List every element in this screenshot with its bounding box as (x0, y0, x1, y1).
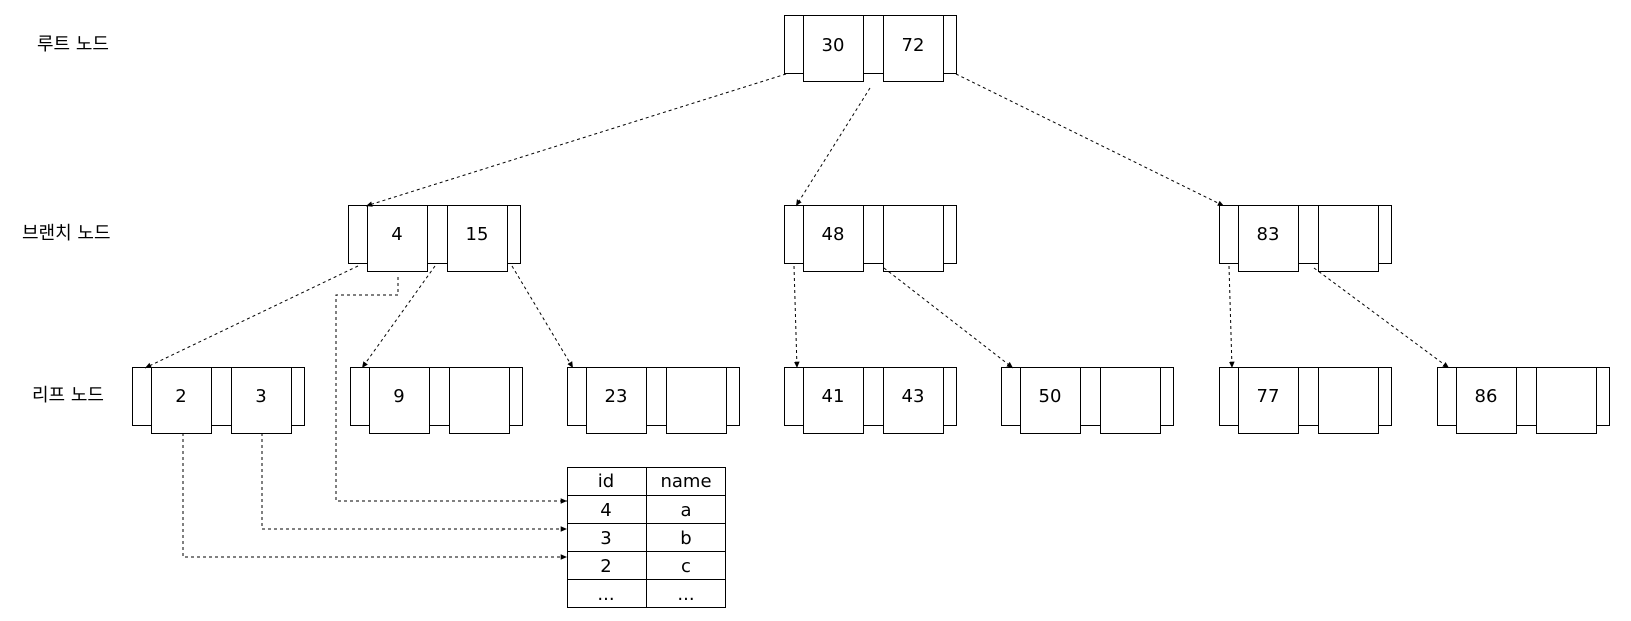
table-header-name: name (660, 471, 712, 492)
leaf-node-7 (1437, 367, 1610, 434)
branch-node-2 (784, 205, 957, 272)
node-key-cell (151, 367, 212, 434)
branch-1-to-leaf-1-arrow (144, 265, 359, 369)
node-key-cell (1238, 205, 1299, 272)
root-to-branch-3-arrow (955, 73, 1225, 207)
leaf-1-key-2: 3 (255, 386, 267, 407)
table-cell: b (680, 528, 692, 549)
leaf-key-2-to-row-arrow (182, 433, 567, 560)
branch-node-3 (1219, 205, 1392, 272)
node-key-cell (803, 205, 864, 272)
table-cell: 4 (600, 500, 612, 521)
leaf-node-4 (784, 367, 957, 434)
root-to-branch-1-arrow (365, 73, 787, 207)
node-key-cell (666, 367, 727, 434)
node-key-cell (447, 205, 508, 272)
node-key-cell (883, 15, 944, 82)
node-key-cell (1318, 367, 1379, 434)
root-key-1: 30 (821, 35, 845, 56)
leaf-1-key-1: 2 (175, 386, 187, 407)
branch-3-to-leaf-6-arrow (1228, 265, 1235, 369)
table-cell: ... (677, 584, 695, 605)
node-key-cell (883, 205, 944, 272)
branch-node-1 (348, 205, 521, 272)
node-key-cell (1456, 367, 1517, 434)
leaf-4-key-1: 41 (821, 386, 845, 407)
table-cell: a (680, 500, 692, 521)
table-cell: ... (597, 584, 615, 605)
leaf-2-key-1: 9 (393, 386, 405, 407)
table-header-id: id (597, 471, 615, 492)
node-key-cell (586, 367, 647, 434)
branch-1-to-leaf-2-arrow (361, 265, 436, 369)
leaf-key-3-to-row-arrow (261, 433, 567, 532)
branch-2-to-leaf-4-arrow (793, 265, 800, 369)
node-key-cell (803, 15, 864, 82)
branch-3-key-1: 83 (1256, 224, 1280, 245)
branch-3-to-leaf-7-arrow (1313, 267, 1450, 369)
node-key-cell (1238, 367, 1299, 434)
branch-1-to-leaf-3-arrow (511, 265, 574, 369)
branch-key-4-to-row-arrow (335, 277, 567, 504)
leaf-node-2 (350, 367, 523, 434)
table-cell: 2 (600, 556, 612, 577)
leaf-5-key-1: 50 (1038, 386, 1062, 407)
table-cell: 3 (600, 528, 612, 549)
leaf-3-key-1: 23 (604, 386, 628, 407)
leaf-node-5 (1001, 367, 1174, 434)
root-key-2: 72 (901, 35, 925, 56)
node-key-cell (369, 367, 430, 434)
branch-1-key-2: 15 (465, 224, 489, 245)
branch-level-label: 브랜치 노드 (22, 223, 111, 244)
leaf-node-3 (567, 367, 740, 434)
table-cell: c (681, 556, 691, 577)
node-key-cell (803, 367, 864, 434)
root-level-label: 루트 노드 (37, 34, 109, 55)
leaf-node-6 (1219, 367, 1392, 434)
node-key-cell (449, 367, 510, 434)
leaf-4-key-2: 43 (901, 386, 925, 407)
leaf-7-key-1: 86 (1474, 386, 1498, 407)
leaf-level-label: 리프 노드 (32, 385, 104, 406)
leaf-6-key-1: 77 (1256, 386, 1280, 407)
leaf-node-1 (132, 367, 305, 434)
root-node (784, 15, 957, 82)
node-key-cell (1100, 367, 1161, 434)
branch-2-to-leaf-5-arrow (883, 267, 1014, 369)
node-key-cell (1536, 367, 1597, 434)
node-key-cell (883, 367, 944, 434)
branch-1-key-1: 4 (391, 224, 403, 245)
node-key-cell (1318, 205, 1379, 272)
root-to-branch-2-arrow (795, 87, 871, 207)
node-key-cell (1020, 367, 1081, 434)
node-key-cell (367, 205, 428, 272)
branch-2-key-1: 48 (821, 224, 845, 245)
